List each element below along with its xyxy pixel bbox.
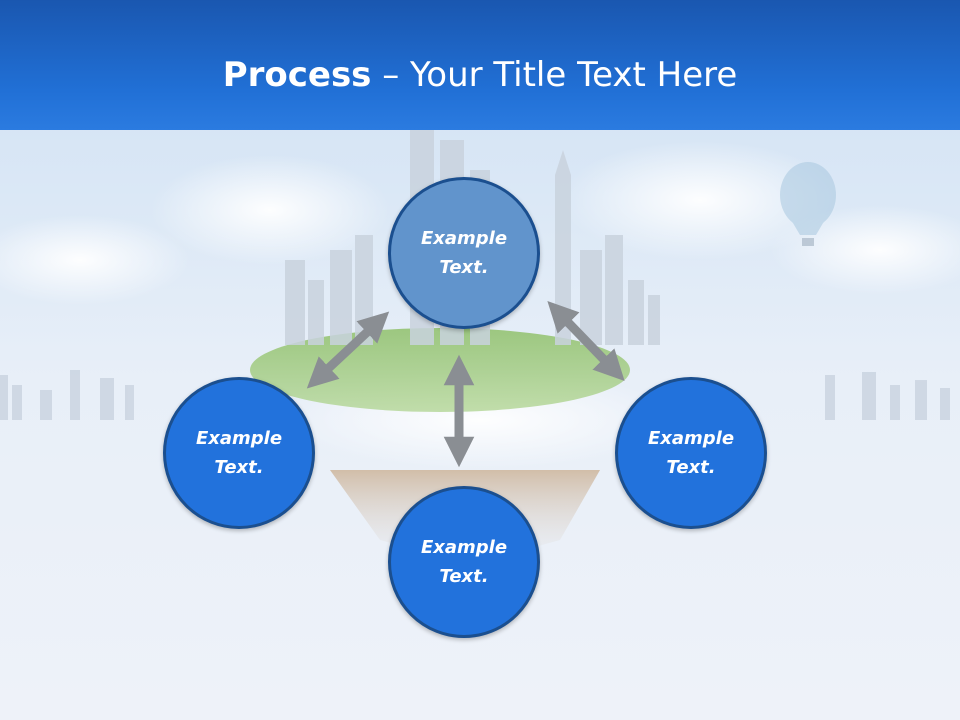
arrow-top-left [306, 311, 390, 389]
node-bottom-text: Example Text. [420, 537, 508, 587]
process-node-top: Example Text. [388, 177, 540, 329]
slide-title: Process – Your Title Text Here [0, 52, 960, 98]
node-right-text: Example Text. [647, 428, 735, 478]
title-bar [0, 0, 960, 130]
process-node-right: Example Text. [615, 377, 767, 529]
node-top-text: Example Text. [420, 228, 508, 278]
process-node-bottom: Example Text. [388, 486, 540, 638]
arrow-top-right [547, 300, 625, 382]
title-rest: – Your Title Text Here [371, 55, 738, 95]
title-bold: Process [222, 55, 372, 95]
process-node-left: Example Text. [163, 377, 315, 529]
node-left-text: Example Text. [195, 428, 283, 478]
